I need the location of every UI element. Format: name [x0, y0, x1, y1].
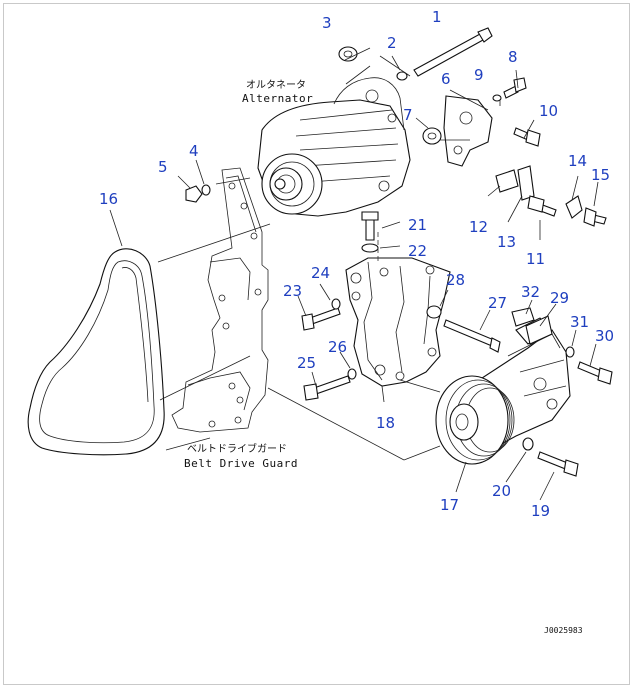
callout-14: 14 [568, 152, 587, 170]
callout-17: 17 [440, 496, 459, 514]
callout-20: 20 [492, 482, 511, 500]
leader-lines [109, 47, 599, 501]
alternator-hardware [185, 27, 607, 227]
callout-9: 9 [474, 66, 484, 84]
callout-3: 3 [322, 14, 332, 32]
callout-1: 1 [432, 8, 442, 26]
callout-15: 15 [591, 166, 610, 184]
callout-27: 27 [488, 294, 507, 312]
guard-label-en: Belt Drive Guard [184, 457, 298, 470]
belt-drive-guard [171, 167, 269, 433]
callout-29: 29 [550, 289, 569, 307]
callout-11: 11 [526, 250, 545, 268]
callout-7: 7 [403, 106, 413, 124]
guard-label-jp: ベルトドライブガード [187, 442, 287, 455]
callout-16: 16 [99, 190, 118, 208]
alternator [257, 77, 411, 217]
compressor-bracket [345, 257, 451, 387]
callout-18: 18 [376, 414, 395, 432]
callout-13: 13 [497, 233, 516, 251]
callout-numbers: 1 2 3 4 5 6 7 8 9 10 11 12 13 14 15 16 1… [99, 8, 614, 520]
alternator-label-en: Alternator [242, 92, 313, 105]
callout-31: 31 [570, 313, 589, 331]
callout-32: 32 [521, 283, 540, 301]
alternator-label-jp: オルタネータ [246, 79, 306, 91]
callout-8: 8 [508, 48, 518, 66]
callout-25: 25 [297, 354, 316, 372]
callout-12: 12 [469, 218, 488, 236]
compressor [435, 317, 571, 465]
callout-4: 4 [189, 142, 199, 160]
bracket-hardware [301, 211, 613, 477]
callout-5: 5 [158, 158, 168, 176]
callout-28: 28 [446, 271, 465, 289]
callout-6: 6 [441, 70, 451, 88]
callout-26: 26 [328, 338, 347, 356]
callout-21: 21 [408, 216, 427, 234]
callout-24: 24 [311, 264, 330, 282]
callout-30: 30 [595, 327, 614, 345]
callout-2: 2 [387, 34, 397, 52]
callout-10: 10 [539, 102, 558, 120]
callout-22: 22 [408, 242, 427, 260]
figure-number: J0025983 [544, 626, 583, 635]
drive-belt [27, 248, 165, 456]
callout-23: 23 [283, 282, 302, 300]
callout-19: 19 [531, 502, 550, 520]
